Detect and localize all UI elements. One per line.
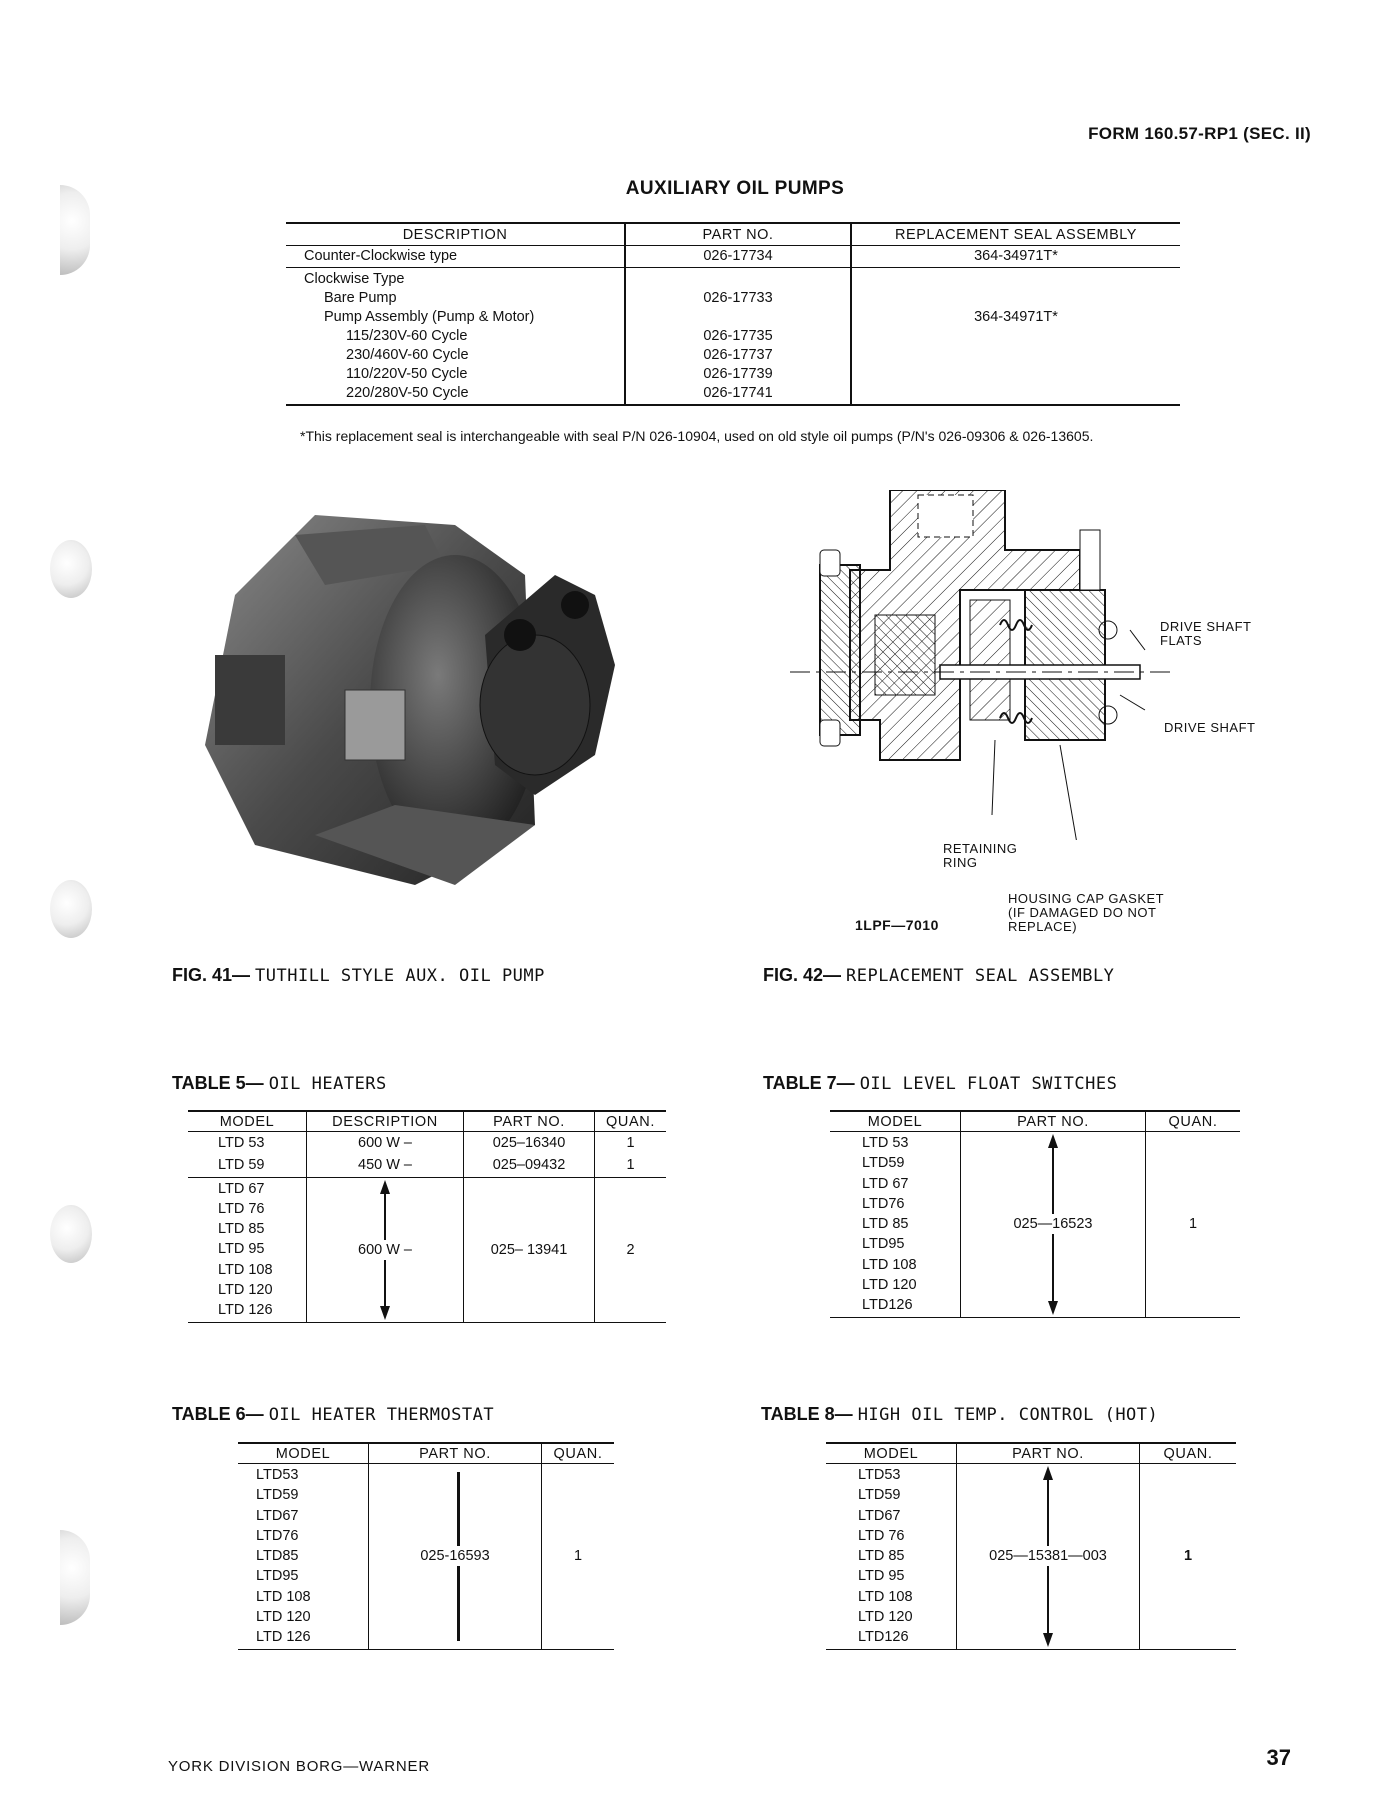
assembly-label: Pump Assembly (Pump & Motor) bbox=[324, 309, 535, 325]
col-model: MODEL bbox=[188, 1110, 307, 1132]
col-quan: QUAN. bbox=[1139, 1442, 1236, 1464]
table7-caption: TABLE 7— OIL LEVEL FLOAT SWITCHES bbox=[763, 1073, 1118, 1094]
binder-hole bbox=[60, 1530, 90, 1625]
bare-pump-part: 026-17733 bbox=[703, 290, 773, 306]
col-quan: QUAN. bbox=[1145, 1110, 1240, 1132]
variant-label: 230/460V-60 Cycle bbox=[346, 347, 469, 363]
col-quan: QUAN. bbox=[541, 1442, 614, 1464]
col-model: MODEL bbox=[238, 1442, 369, 1464]
aux-pumps-title: AUXILIARY OIL PUMPS bbox=[625, 178, 845, 199]
table6-caption: TABLE 6— OIL HEATER THERMOSTAT bbox=[172, 1404, 495, 1425]
binder-hole bbox=[50, 880, 92, 938]
variant-part: 026-17735 bbox=[703, 328, 773, 344]
drawing-number: 1LPF—7010 bbox=[855, 917, 939, 933]
binder-hole bbox=[50, 540, 92, 598]
table5-caption: TABLE 5— OIL HEATERS bbox=[172, 1073, 387, 1094]
col-model: MODEL bbox=[830, 1110, 961, 1132]
variant-part: 026-17741 bbox=[703, 385, 773, 401]
variant-label: 220/280V-50 Cycle bbox=[346, 385, 469, 401]
variant-part: 026-17739 bbox=[703, 366, 773, 382]
form-number: FORM 160.57-RP1 (SEC. II) bbox=[1088, 124, 1311, 143]
col-part-no: PART NO. bbox=[368, 1442, 542, 1464]
col-quan: QUAN. bbox=[594, 1110, 666, 1132]
row-description: Counter-Clockwise type bbox=[286, 245, 625, 268]
variant-label: 110/220V-50 Cycle bbox=[346, 366, 468, 382]
table8-caption: TABLE 8— HIGH OIL TEMP. CONTROL (HOT) bbox=[761, 1404, 1159, 1425]
binder-hole bbox=[60, 185, 90, 275]
variant-label: 115/230V-60 Cycle bbox=[346, 328, 468, 344]
table-row: LTD 53 600 W – 025–16340 1 bbox=[188, 1131, 666, 1155]
label-drive-shaft-flats: DRIVE SHAFT FLATS bbox=[1160, 619, 1252, 648]
company-footer: YORK DIVISION BORG—WARNER bbox=[168, 1758, 430, 1775]
col-part-no: PART NO. bbox=[463, 1110, 595, 1132]
table-row: LTD 59 450 W – 025–09432 1 bbox=[188, 1154, 666, 1178]
table-row: Counter-Clockwise type 026-17734 364-349… bbox=[286, 245, 1180, 268]
col-seal: REPLACEMENT SEAL ASSEMBLY bbox=[851, 222, 1180, 246]
footnote: *This replacement seal is interchangeabl… bbox=[300, 428, 1094, 444]
col-description: DESCRIPTION bbox=[306, 1110, 464, 1132]
row-part: 026-17734 bbox=[624, 245, 852, 268]
col-description: DESCRIPTION bbox=[286, 222, 625, 246]
page-number: 37 bbox=[1266, 1745, 1291, 1770]
aux-pumps-table: DESCRIPTION PART NO. REPLACEMENT SEAL AS… bbox=[286, 222, 1180, 406]
table-row: Clockwise Type Bare Pump Pump Assembly (… bbox=[286, 267, 1180, 404]
variant-part: 026-17737 bbox=[703, 347, 773, 363]
col-part-no: PART NO. bbox=[624, 222, 852, 246]
fig41-caption: FIG. 41— TUTHILL STYLE AUX. OIL PUMP bbox=[172, 965, 545, 986]
binder-hole bbox=[50, 1205, 92, 1263]
oil-heaters-table: MODEL DESCRIPTION PART NO. QUAN. LTD 53 … bbox=[188, 1110, 666, 1323]
col-part-no: PART NO. bbox=[956, 1442, 1140, 1464]
fig42-caption: FIG. 42— REPLACEMENT SEAL ASSEMBLY bbox=[763, 965, 1115, 986]
row-seal: 364-34971T* bbox=[851, 245, 1180, 268]
range-arrow: 025—15381—003 bbox=[956, 1463, 1140, 1650]
table-row: LTD 67 LTD 76 LTD 85 LTD 95 LTD 108 LTD … bbox=[188, 1177, 666, 1323]
range-arrow: 025-16593 bbox=[368, 1463, 542, 1650]
bare-pump-label: Bare Pump bbox=[324, 290, 397, 306]
label-housing-cap-gasket: HOUSING CAP GASKET (IF DAMAGED DO NOT RE… bbox=[1008, 891, 1165, 934]
label-retaining-ring: RETAINING RING bbox=[943, 841, 1018, 870]
group-heading: Clockwise Type bbox=[304, 271, 405, 287]
label-drive-shaft: DRIVE SHAFT bbox=[1164, 720, 1256, 735]
col-model: MODEL bbox=[826, 1442, 957, 1464]
group-seal: 364-34971T* bbox=[974, 309, 1058, 325]
col-part-no: PART NO. bbox=[960, 1110, 1146, 1132]
range-arrow: 025—16523 bbox=[960, 1131, 1146, 1318]
range-arrow: 600 W – bbox=[306, 1177, 464, 1323]
pump-photo bbox=[205, 515, 615, 885]
seal-assembly-drawing bbox=[790, 490, 1170, 840]
